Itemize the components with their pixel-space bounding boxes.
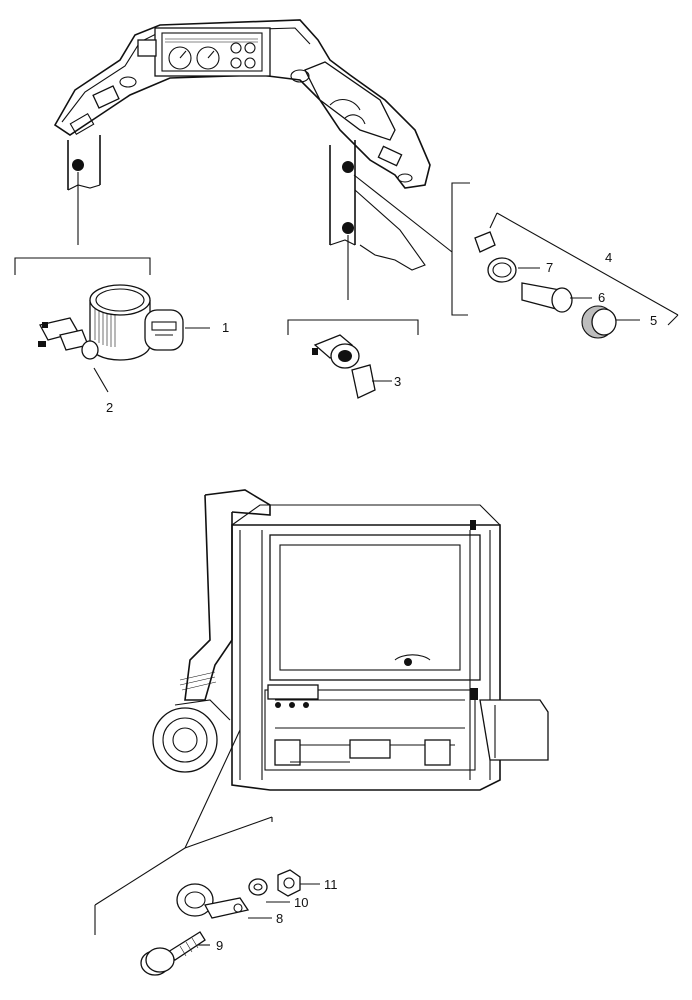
callout-10: 10: [294, 895, 308, 910]
callout-11: 11: [324, 877, 338, 892]
cab-frame: [152, 489, 549, 791]
rotary-switch: [38, 317, 109, 393]
cigar-lighter-assembly: [474, 231, 640, 339]
callout-7: 7: [546, 260, 553, 275]
callout-2: 2: [106, 400, 113, 415]
callout-labels: 1 2 3 4 5 6 7 8 9 10 11: [106, 250, 657, 953]
dashboard-console: [53, 19, 431, 271]
callout-8: 8: [276, 911, 283, 926]
callout-4: 4: [605, 250, 612, 265]
leader-lines-lower: [94, 729, 273, 935]
hour-meter: [89, 284, 210, 361]
callout-1: 1: [222, 320, 229, 335]
callout-5: 5: [650, 313, 657, 328]
callout-9: 9: [216, 938, 223, 953]
leader-lines-upper: [14, 172, 679, 335]
callout-6: 6: [598, 290, 605, 305]
power-socket: [312, 334, 392, 399]
clamp-bolt-assembly: [140, 869, 320, 976]
callout-3: 3: [394, 374, 401, 389]
